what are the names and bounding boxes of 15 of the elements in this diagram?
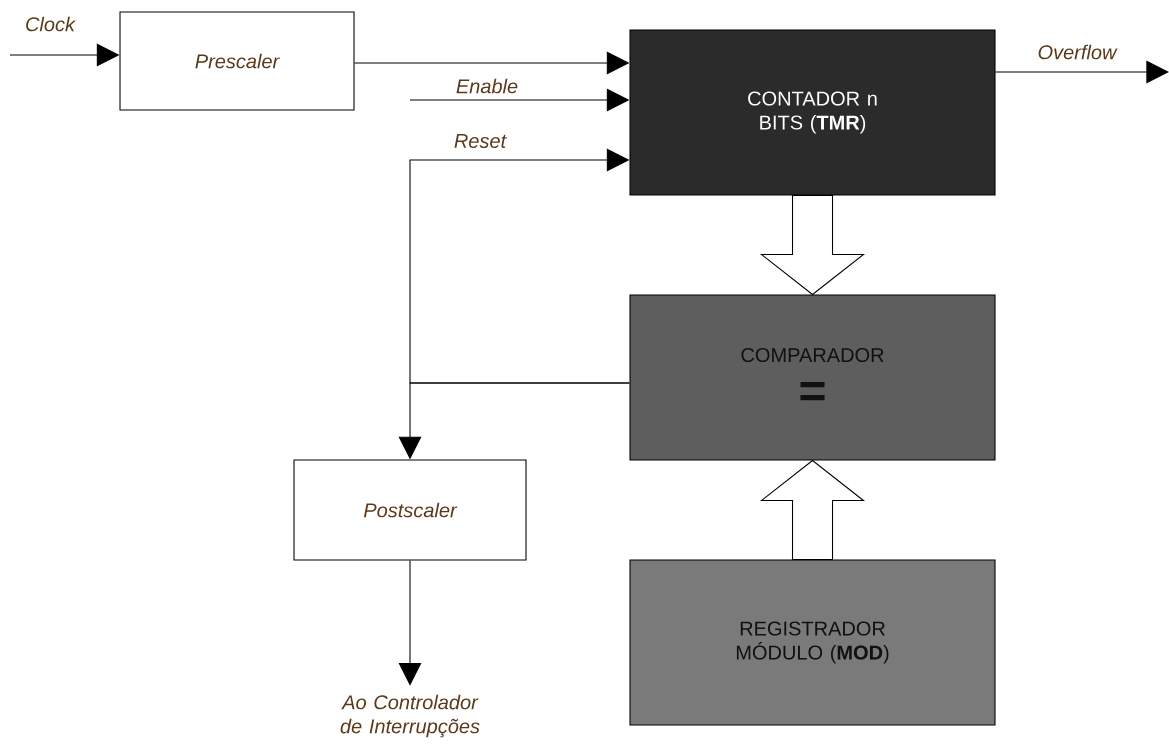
edge-label: Enable <box>454 77 520 95</box>
edge-label: Overflow <box>1036 43 1118 61</box>
process-box: Postscaler <box>293 459 527 561</box>
counter-block: CONTADOR n BITS (TMR) <box>629 29 996 196</box>
arrow <box>409 148 630 384</box>
output-label: Ao Controlador de Interrupções <box>340 694 480 738</box>
hollow-arrow <box>759 459 866 560</box>
register-block: REGISTRADOR MÓDULO (MOD) <box>629 559 996 726</box>
process-box: Prescaler <box>119 11 355 111</box>
edge-label: Clock <box>23 15 77 33</box>
hollow-arrow <box>759 195 866 296</box>
comparator-block: COMPARADOR = <box>629 294 996 461</box>
edge-label: Reset <box>452 132 508 150</box>
arrow <box>995 60 1169 84</box>
arrow <box>398 560 422 686</box>
